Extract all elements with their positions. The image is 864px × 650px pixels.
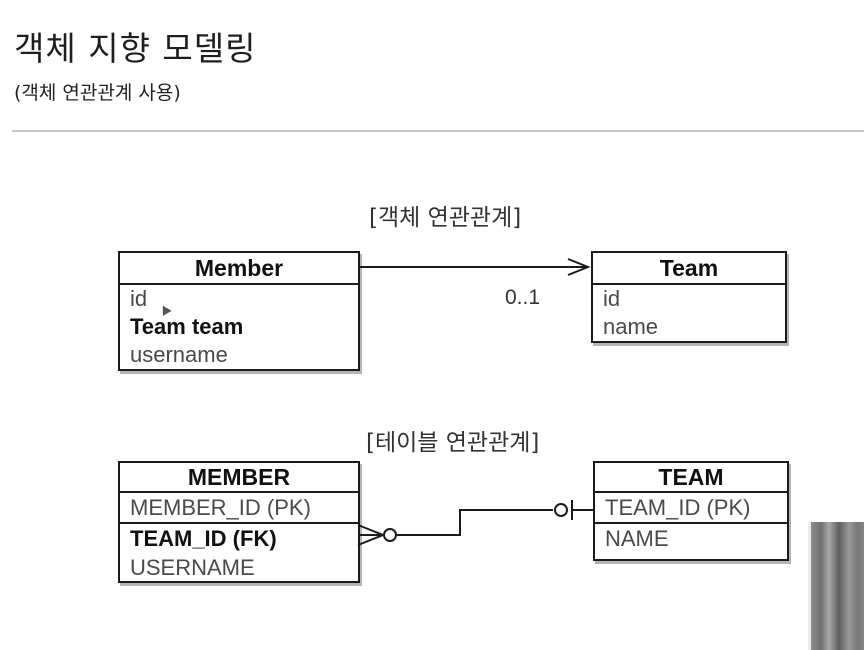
member-attr-username: username xyxy=(130,342,228,367)
association-multiplicity: 0..1 xyxy=(505,286,541,309)
team-attr-name: name xyxy=(603,314,659,339)
team-col-name: NAME xyxy=(605,526,669,551)
member-class-name: Member xyxy=(120,253,358,285)
team-table-name: TEAM xyxy=(595,463,787,493)
title-divider xyxy=(12,130,864,132)
member-table-columns: MEMBER_ID (PK) TEAM_ID (FK) USERNAME xyxy=(120,493,358,582)
team-table-columns: TEAM_ID (PK) NAME xyxy=(595,493,787,553)
table-association-label: [테이블 연관관계] xyxy=(366,430,540,456)
zero-or-one-marker-icon xyxy=(554,500,573,520)
member-col-team-id: TEAM_ID (FK) xyxy=(130,526,277,551)
member-attr-id: id xyxy=(130,286,148,311)
foreign-key-relationship-line xyxy=(396,509,593,536)
member-class-attributes: id Team team username xyxy=(120,285,358,369)
slide-subtitle: (객체 연관관계 사용) xyxy=(14,82,181,104)
team-table-box: TEAM TEAM_ID (PK) NAME xyxy=(593,461,789,561)
team-class-name: Team xyxy=(593,253,785,285)
member-col-member-id: MEMBER_ID (PK) xyxy=(120,493,358,524)
team-col-team-id: TEAM_ID (PK) xyxy=(595,493,787,524)
member-attr-team: Team team xyxy=(130,314,244,339)
association-arrow xyxy=(358,258,591,276)
team-attr-id: id xyxy=(603,286,621,311)
team-class-box: Team id name xyxy=(591,251,787,343)
many-optional-crows-foot-icon xyxy=(357,524,397,546)
member-class-box: Member id Team team username xyxy=(118,251,360,371)
team-class-attributes: id name xyxy=(593,285,785,341)
presenter-video-thumbnail xyxy=(808,522,864,650)
object-association-label: [객체 연관관계] xyxy=(369,205,522,231)
slide-title: 객체 지향 모델링 xyxy=(14,29,257,68)
member-col-username: USERNAME xyxy=(130,555,255,580)
member-table-name: MEMBER xyxy=(120,463,358,493)
member-table-box: MEMBER MEMBER_ID (PK) TEAM_ID (FK) USERN… xyxy=(118,461,360,583)
